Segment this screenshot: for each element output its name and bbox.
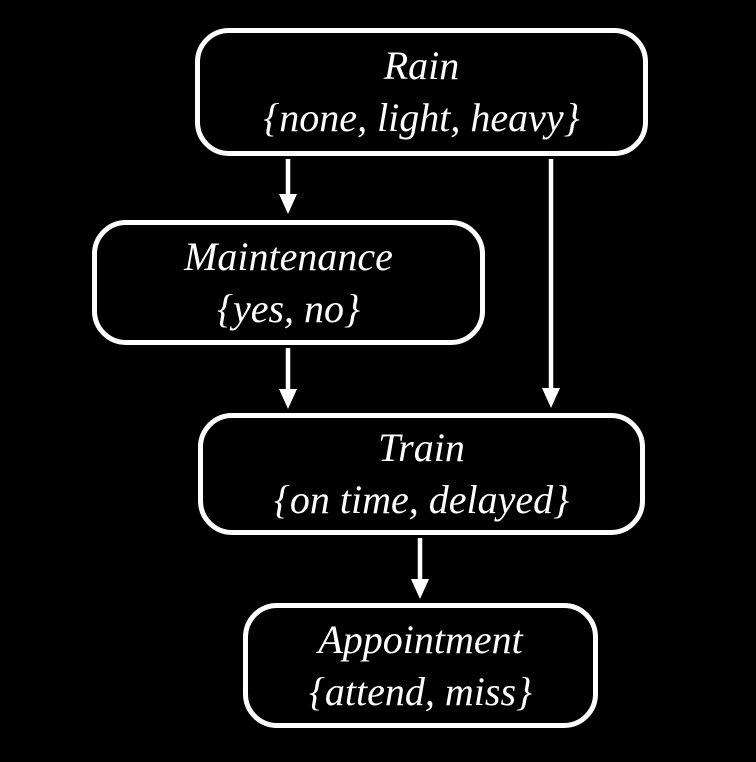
node-train-label: Train [378,425,465,470]
node-train: Train {on time, delayed} [198,413,645,535]
node-maintenance-domain: {yes, no} [216,285,361,331]
node-appointment: Appointment {attend, miss} [243,603,598,728]
edge-rain-to-train-arrow [542,159,560,408]
node-rain-domain: {none, light, heavy} [263,95,580,140]
edge-train-to-appointment-arrow [411,538,429,599]
node-rain-label: Rain [383,43,460,88]
node-rain: Rain {none, light, heavy} [195,28,648,156]
arrow-head [279,194,297,214]
arrow-head [411,579,429,599]
node-maintenance: Maintenance {yes, no} [92,220,485,345]
edge-maintenance-to-train-arrow [279,348,297,409]
arrow-head [279,389,297,409]
node-maintenance-label: Maintenance [184,233,393,279]
node-appointment-label: Appointment [318,616,523,662]
node-train-domain: {on time, delayed} [273,477,570,522]
arrow-head [542,388,560,408]
node-appointment-domain: {attend, miss} [308,668,533,714]
edge-rain-to-maintenance-arrow [279,159,297,214]
